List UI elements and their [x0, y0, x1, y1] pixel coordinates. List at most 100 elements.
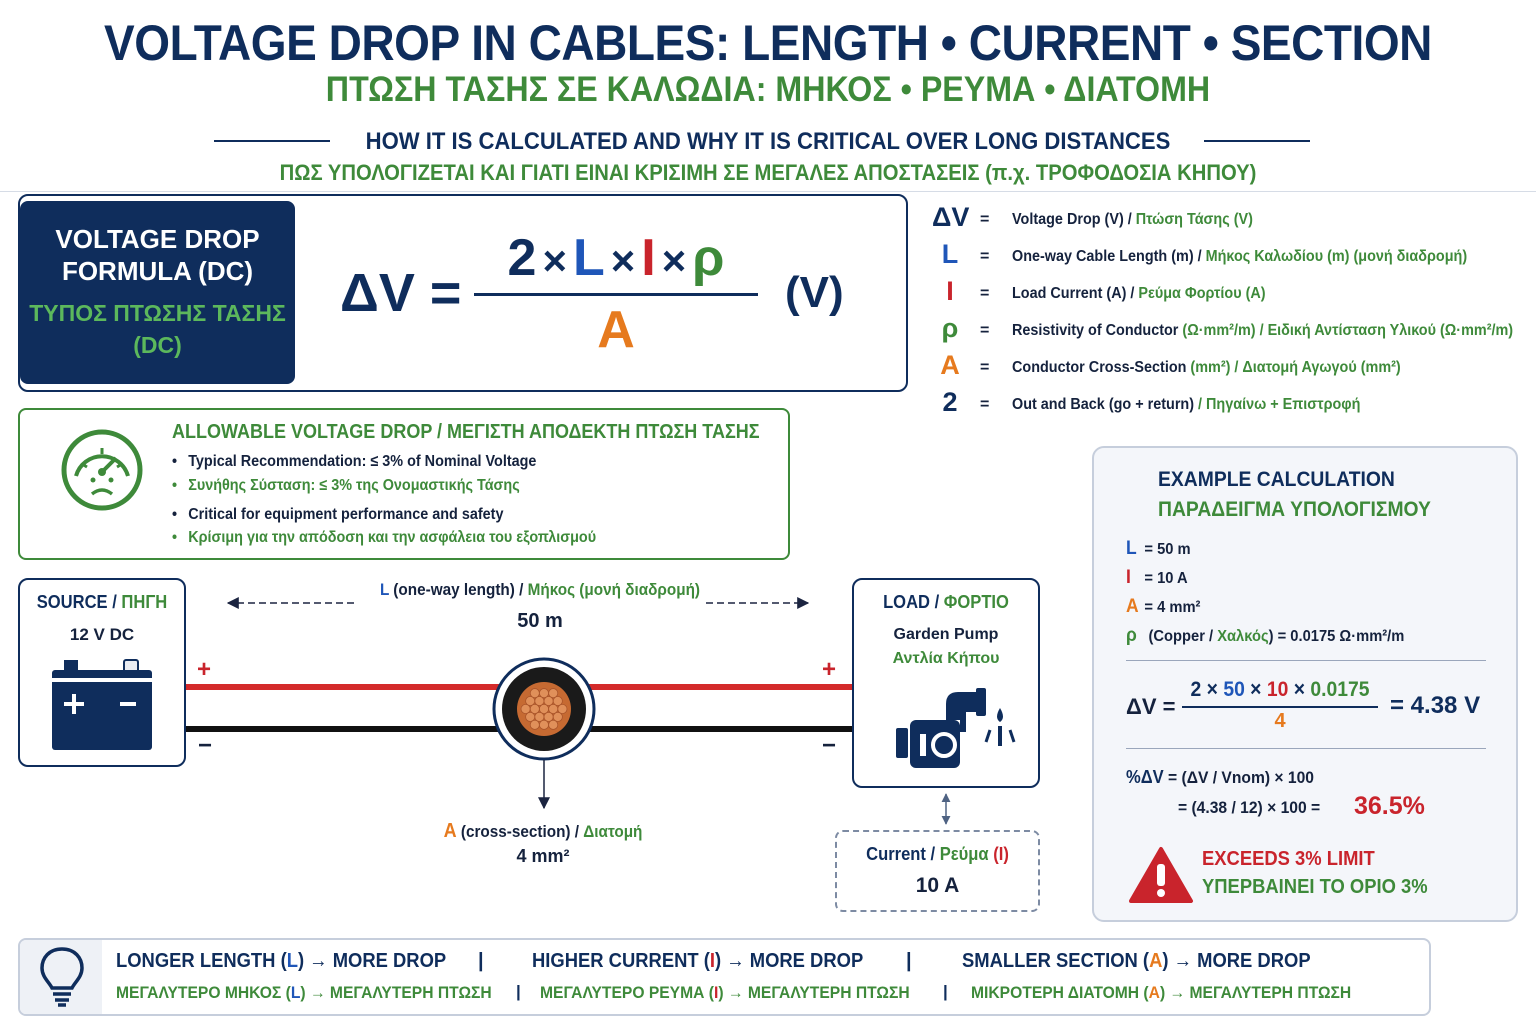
legend-description: Out and Back (go + return) / Πηγαίνω + Ε… [1012, 396, 1361, 413]
tip-section: SMALLER SECTION (A) → MORE DROP [962, 950, 1311, 972]
legend-row: ρ=Resistivity of Conductor (Ω·mm²/m) / Ε… [932, 313, 1532, 350]
legend-equals: = [980, 248, 990, 265]
allowable-item-recommendation: •Typical Recommendation: ≤ 3% of Nominal… [172, 453, 537, 470]
cross-section-label: A (cross-section) / Διατομή [443, 820, 643, 842]
copper-strand [548, 719, 559, 730]
legend-description: One-way Cable Length (m) / Μήκος Καλωδίο… [1012, 248, 1468, 265]
load-name-greek: Αντλία Κήπου [892, 650, 1000, 667]
legend-symbol: A [940, 350, 960, 380]
load-negative-sign: − [822, 732, 837, 759]
legend-row: 2 = Out and Back (go + return) / Πηγαίνω +… [932, 387, 1532, 424]
copper-strand [538, 719, 549, 730]
cross-section-value: 4 mm² [516, 846, 570, 866]
water-pump-icon [896, 688, 1016, 768]
example-var: A= 4 mm² [1126, 596, 1201, 617]
allowable-item-critical-gr: •Κρίσιμη για την απόδοση και την ασφάλει… [172, 529, 597, 546]
formula-label-panel: VOLTAGE DROP FORMULA (DC) ΤΥΠΟΣ ΠΤΩΣΗΣ Τ… [20, 201, 295, 384]
gauge-sad-face-icon [61, 429, 143, 511]
example-var-resistivity: ρ (Copper / Χαλκός) = 0.0175 Ω·mm²/m [1126, 625, 1405, 646]
allowable-item-recommendation-gr: •Συνήθης Σύσταση: ≤ 3% της Ονομαστικής Τ… [172, 477, 520, 494]
warning-triangle-icon [1129, 847, 1193, 903]
legend-description: Conductor Cross-Section (mm²) / Διατομή … [1012, 359, 1401, 376]
legend-equals: = [980, 359, 990, 376]
allowable-card [18, 408, 790, 560]
current-card [835, 830, 1040, 912]
length-label: L (one-way length) / Μήκος (μονή διαδρομ… [379, 580, 701, 599]
tip-separator: | [906, 950, 912, 972]
legend-symbol: ΔV [932, 202, 970, 232]
load-name: Garden Pump [893, 626, 999, 643]
load-positive-sign: + [822, 656, 837, 683]
example-divider-top [1126, 660, 1486, 661]
tip-current-greek: ΜΕΓΑΛΥΤΕΡΟ ΡΕΥΜΑ (I) → ΜΕΓΑΛΥΤΕΡΗ ΠΤΩΣΗ [540, 983, 910, 1002]
formula-fraction-bar [474, 293, 758, 296]
legend-row: I = Load Current (A) / Ρεύμα Φορτίου (A) [932, 276, 1532, 313]
example-denominator: 4 [1274, 710, 1286, 732]
copper-strand [548, 688, 559, 699]
example-percent-calc: = (4.38 / 12) × 100 = [1178, 798, 1321, 817]
example-fraction-bar [1182, 706, 1378, 708]
legend-symbol: I [946, 276, 954, 306]
legend-symbol: L [941, 239, 959, 269]
formula-factor-current: I [641, 229, 656, 287]
tip-separator: | [478, 950, 484, 972]
legend-description: Load Current (A) / Ρεύμα Φορτίου (A) [1012, 285, 1266, 302]
formula-factor-2: 2 [507, 229, 537, 287]
length-value: 50 m [517, 610, 563, 632]
page-title-greek: ΠΤΩΣΗ ΤΑΣΗΣ ΣΕ ΚΑΛΩΔΙΑ: ΜΗΚΟΣ • ΡΕΥΜΑ • … [325, 70, 1211, 109]
subtitle-greek: ΠΩΣ ΥΠΟΛΟΓΙΖΕΤΑΙ ΚΑΙ ΓΙΑΤΙ ΕΙΝΑΙ ΚΡΙΣΙΜΗ… [279, 160, 1257, 185]
tip-length-greek: ΜΕΓΑΛΥΤΕΡΟ ΜΗΚΟΣ (L) → ΜΕΓΑΛΥΤΕΡΗ ΠΤΩΣΗ [116, 983, 492, 1002]
allowable-title: ALLOWABLE VOLTAGE DROP / ΜΕΓΙΣΤΗ ΑΠΟΔΕΚΤ… [172, 421, 760, 443]
cable-diagram [186, 597, 852, 810]
current-value: 10 A [915, 874, 960, 897]
tip-section-greek: ΜΙΚΡΟΤΕΡΗ ΔΙΑΤΟΜΗ (A) → ΜΕΓΑΛΥΤΕΡΗ ΠΤΩΣΗ [971, 983, 1352, 1002]
current-link-arrow [941, 793, 951, 825]
subtitle: HOW IT IS CALCULATED AND WHY IT IS CRITI… [365, 128, 1171, 155]
example-dv-lhs: ΔV = [1126, 694, 1176, 719]
formula-factor-resistivity: ρ [692, 229, 725, 287]
example-percent-formula: %ΔV = (ΔV / Vnom) × 100 [1126, 767, 1314, 787]
formula-numerator: 2×L×I×ρ [507, 229, 725, 287]
legend-equals: = [980, 396, 990, 413]
formula-lhs: ΔV = [340, 263, 462, 323]
copper-strands [520, 688, 568, 730]
copper-strand [529, 719, 540, 730]
legend-row: ΔV=Voltage Drop (V) / Πτώση Τάσης (V) [932, 202, 1532, 239]
example-title: EXAMPLE CALCULATION [1158, 468, 1395, 491]
legend-description: Voltage Drop (V) / Πτώση Τάσης (V) [1012, 211, 1253, 228]
tip-separator: | [943, 982, 948, 1001]
source-positive-sign: + [197, 656, 212, 683]
example-var: I= 10 A [1126, 567, 1188, 588]
copper-strand [557, 704, 568, 715]
subtitle-rule-left [214, 140, 330, 142]
cable-cross-section-icon [492, 657, 596, 761]
page-title: VOLTAGE DROP IN CABLES: LENGTH • CURRENT… [104, 15, 1432, 71]
legend-row: L = One-way Cable Length (m) / Μήκος Καλωδ… [932, 239, 1532, 276]
source-negative-sign: − [198, 732, 213, 759]
warning-text-greek: ΥΠΕΡΒΑΙΝΕΙ ΤΟ ΟΡΙΟ 3% [1202, 876, 1428, 898]
formula-label-en: VOLTAGE DROP FORMULA (DC) [55, 224, 260, 286]
example-divider-bottom [1126, 748, 1486, 749]
legend-symbol: ρ [941, 313, 959, 343]
legend-row: A = Conductor Cross-Section (mm²) / Διατομ… [932, 350, 1532, 387]
warning-text: EXCEEDS 3% LIMIT [1202, 848, 1375, 870]
tip-length: LONGER LENGTH (L) → MORE DROP [116, 950, 447, 972]
legend-equals: = [980, 285, 990, 302]
legend-equals: = [980, 322, 990, 339]
current-label: Current / Ρεύμα (I) [866, 844, 1009, 864]
formula-unit: (V) [785, 268, 844, 317]
source-voltage: 12 V DC [69, 625, 135, 644]
example-var: L= 50 m [1126, 538, 1191, 559]
legend-symbol: 2 [942, 387, 958, 417]
allowable-item-critical: •Critical for equipment performance and … [172, 506, 504, 523]
subtitle-rule-right [1204, 140, 1310, 142]
load-title: LOAD / ΦΟΡΤΙΟ [883, 592, 1009, 612]
tips-bar [18, 938, 1431, 1016]
example-title-greek: ΠΑΡΑΔΕΙΓΜΑ ΥΠΟΛΟΓΙΣΜΟΥ [1158, 498, 1431, 521]
lightbulb-icon [40, 947, 84, 1007]
battery-icon [52, 659, 152, 750]
formula-label-gr: ΤΥΠΟΣ ΠΤΩΣΗΣ ΤΑΣΗΣ (DC) [29, 300, 286, 358]
formula-denominator: A [597, 301, 635, 359]
example-percent-result: 36.5% [1354, 792, 1425, 820]
copper-strand [552, 696, 563, 707]
